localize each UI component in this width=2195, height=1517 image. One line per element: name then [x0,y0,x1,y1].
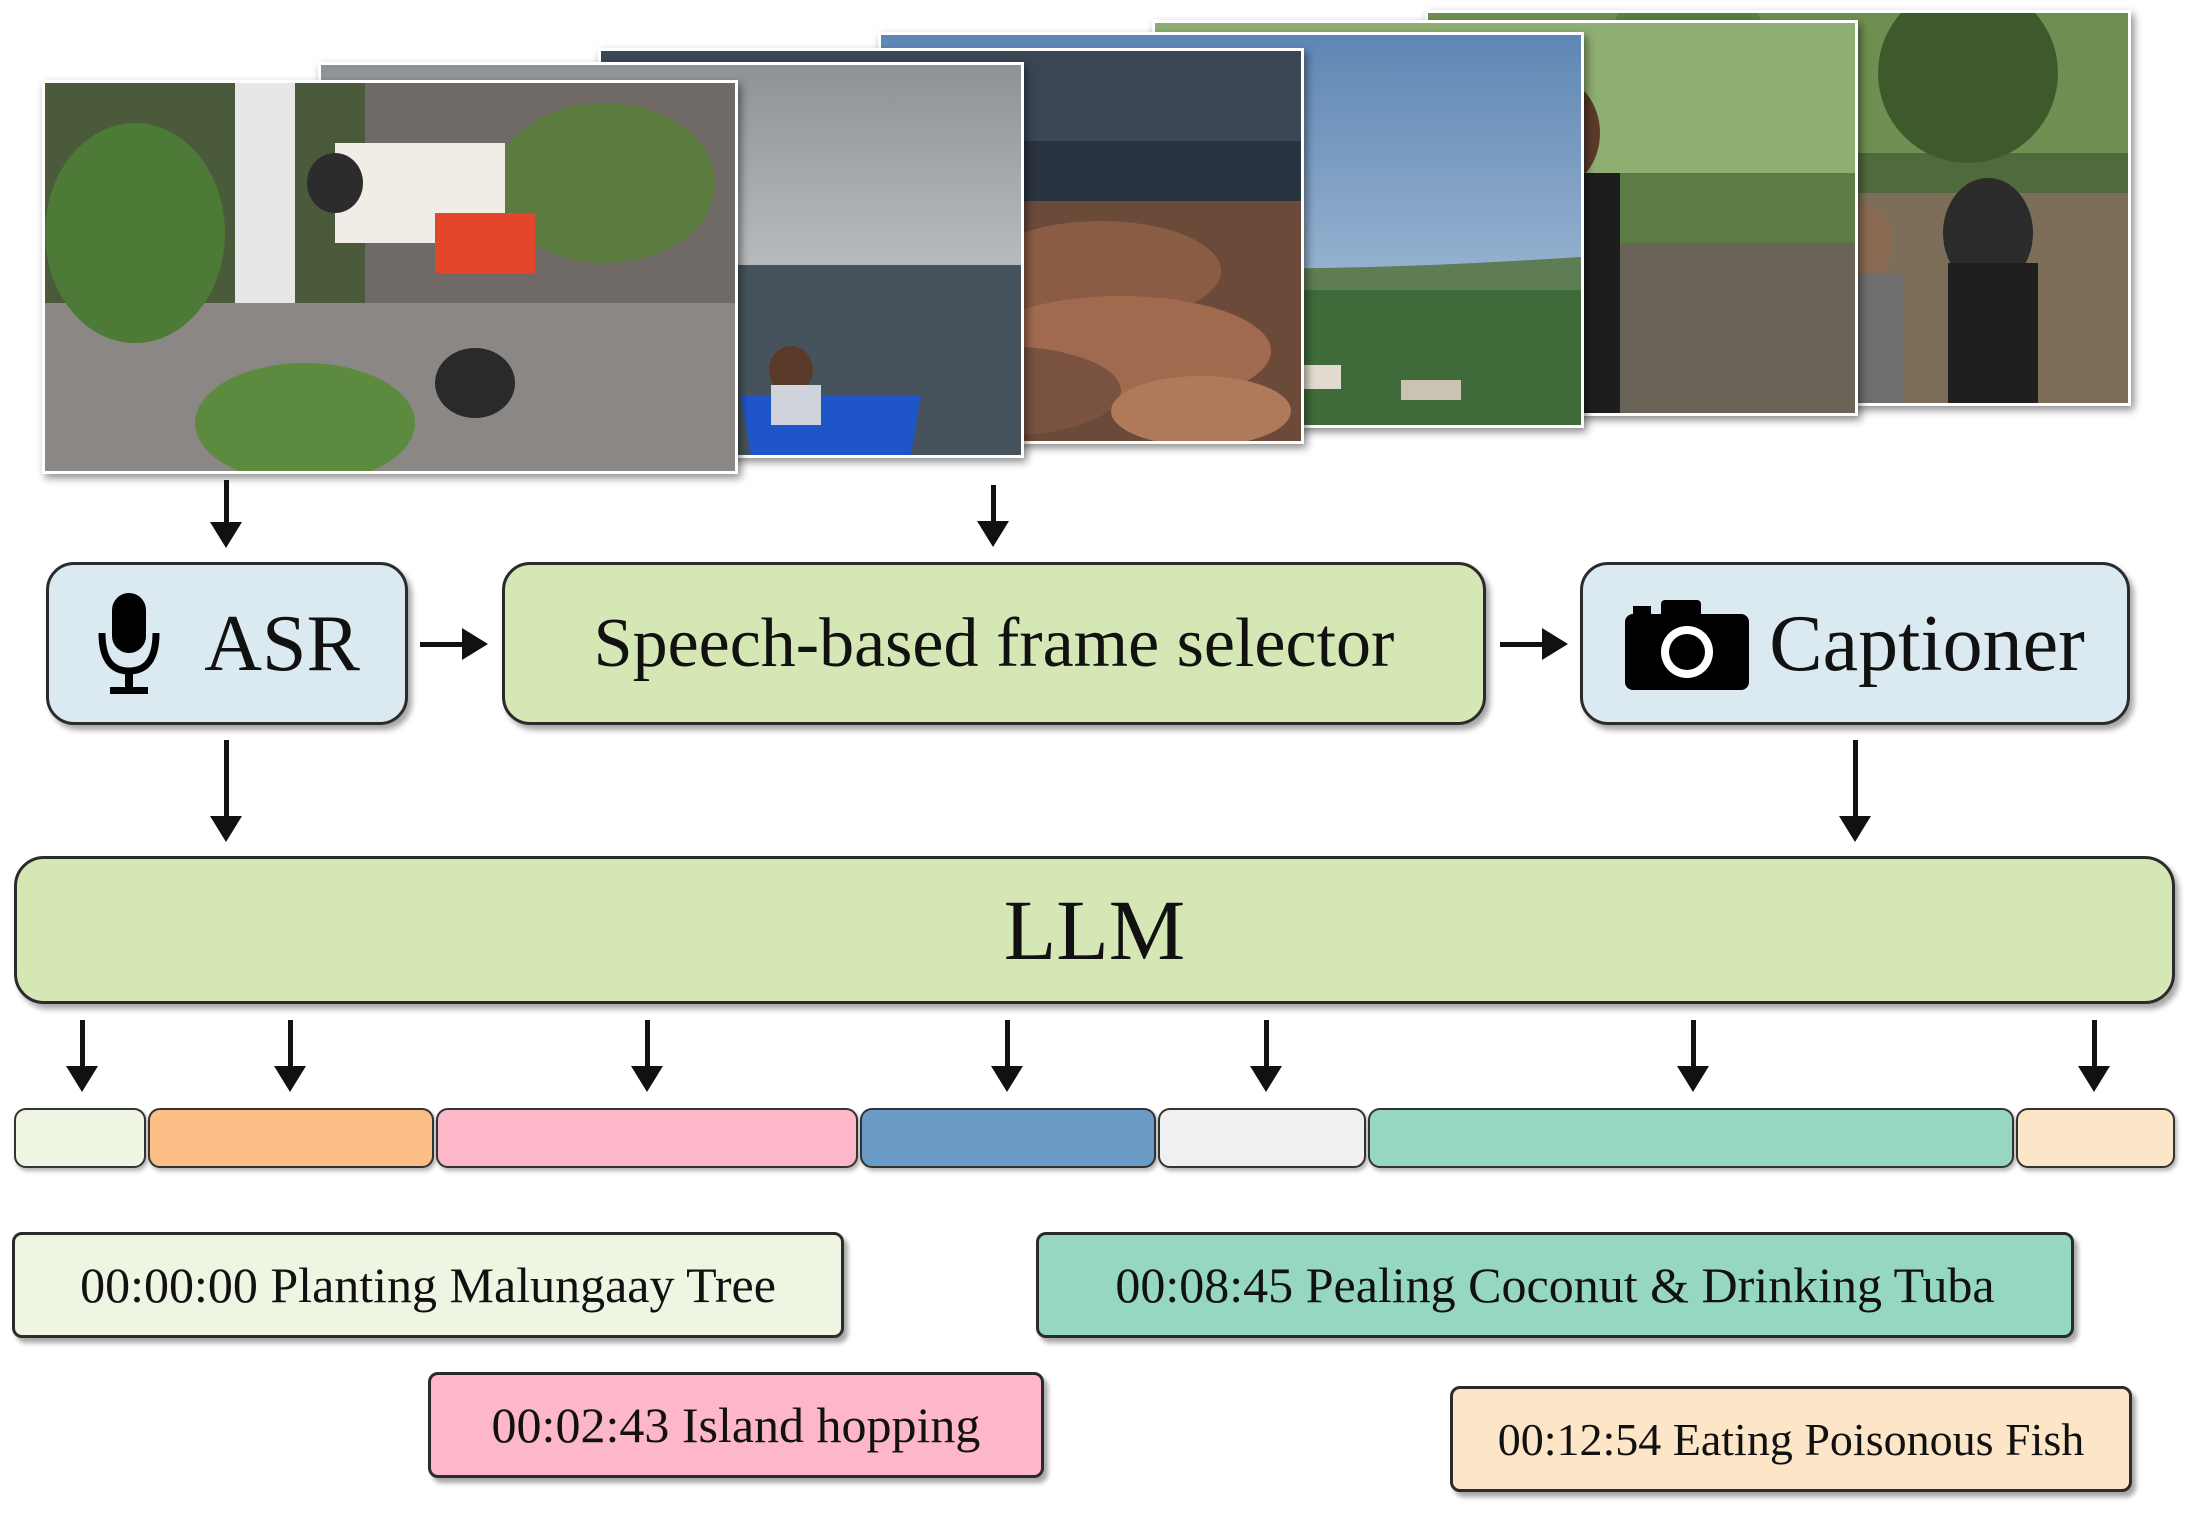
chapter-title: Planting Malungaay Tree [270,1257,776,1313]
arrow-llm-to-segment-7 [2078,1020,2110,1092]
arrow-selector-to-captioner [1500,628,1568,660]
chapter-label-3: 00:08:45 Pealing Coconut & Drinking Tuba [1036,1232,2074,1338]
chapter-label-4: 00:12:54 Eating Poisonous Fish [1450,1386,2132,1492]
timeline-segment-5 [1158,1108,1366,1168]
microphone-icon [98,592,160,694]
arrow-asr-to-llm [210,740,242,842]
timeline-segment-4 [860,1108,1156,1168]
chapter-title: Eating Poisonous Fish [1672,1413,2085,1465]
arrow-llm-to-segment-6 [1677,1020,1709,1092]
arrow-captioner-to-llm [1839,740,1871,842]
chapter-time: 00:00:00 [80,1257,258,1313]
chapter-label-2: 00:02:43 Island hopping [428,1372,1044,1478]
arrow-llm-to-segment-5 [1250,1020,1282,1092]
arrow-llm-to-segment-4 [991,1020,1023,1092]
asr-label: ASR [204,599,360,688]
chapter-label-1: 00:00:00 Planting Malungaay Tree [12,1232,844,1338]
camera-icon [1625,599,1750,690]
asr-box: ASR [46,562,408,725]
timeline-segment-3 [436,1108,858,1168]
arrow-llm-to-segment-2 [274,1020,306,1092]
chapter-title: Island hopping [681,1397,981,1453]
arrow-frames-to-selector [977,485,1009,547]
llm-label: LLM [1003,882,1186,978]
timeline-segment-6 [1368,1108,2014,1168]
chapter-title: Pealing Coconut & Drinking Tuba [1305,1257,1995,1313]
frame-selector-box: Speech-based frame selector [502,562,1486,725]
chapter-time: 00:12:54 [1497,1413,1662,1465]
timeline-segment-2 [148,1108,434,1168]
timeline-segment-1 [14,1108,146,1168]
chapter-time: 00:08:45 [1115,1257,1294,1313]
video-frame-1 [42,80,738,474]
arrow-frames-to-asr [210,480,242,548]
captioner-label: Captioner [1769,599,2085,688]
arrow-llm-to-segment-1 [66,1020,98,1092]
arrow-llm-to-segment-3 [631,1020,663,1092]
chapter-time: 00:02:43 [491,1397,670,1453]
llm-box: LLM [14,856,2175,1004]
captioner-box: Captioner [1580,562,2130,725]
frame-selector-label: Speech-based frame selector [593,604,1395,682]
arrow-asr-to-selector [420,628,488,660]
timeline-segment-7 [2016,1108,2175,1168]
